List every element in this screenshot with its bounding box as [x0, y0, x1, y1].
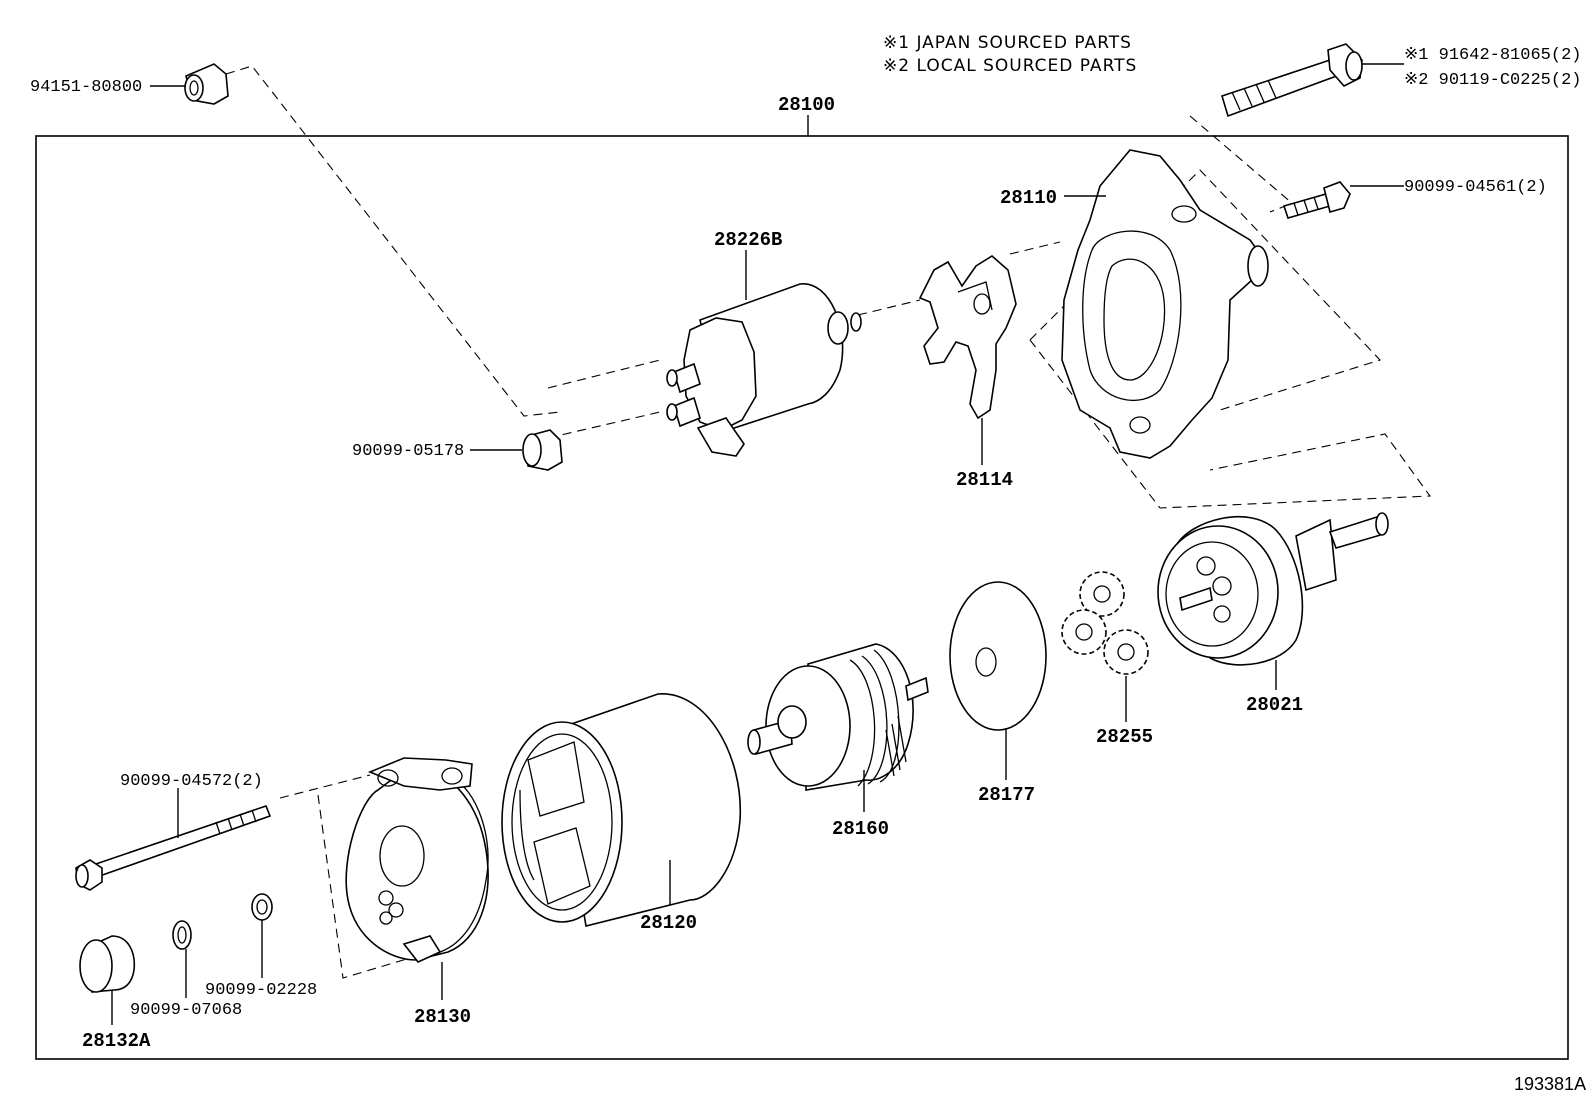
part-28255-gears [1061, 571, 1149, 675]
part-90099-04572-bolt [75, 804, 272, 891]
label-28226B: 28226B [714, 229, 782, 251]
part-90099-02228-washer [251, 893, 273, 921]
label-28110: 28110 [1000, 187, 1057, 209]
label-28255: 28255 [1096, 726, 1153, 748]
note-japan-sourced: ※1 JAPAN SOURCED PARTS [883, 33, 1132, 53]
part-28226B-solenoid [666, 283, 862, 457]
part-28114-lever [918, 255, 1017, 420]
part-28110-housing [1061, 149, 1269, 459]
part-90099-07068-washer [172, 920, 192, 950]
label-90099-05178: 90099-05178 [352, 442, 464, 461]
part-28021-clutch [1157, 512, 1389, 666]
note-local-sourced: ※2 LOCAL SOURCED PARTS [883, 56, 1137, 76]
part-28132A-cap [79, 935, 136, 993]
label-91642-81065: ※1 91642-81065(2) [1404, 46, 1581, 65]
part-28120-yoke [501, 693, 742, 927]
part-91642-81065-bolt [1221, 43, 1363, 118]
part-28160-armature [747, 643, 929, 791]
part-28177-plate [949, 581, 1047, 731]
label-28114: 28114 [956, 469, 1013, 491]
part-94151-80800 [184, 63, 229, 105]
label-90099-04561: 90099-04561(2) [1404, 178, 1547, 197]
label-94151-80800: 94151-80800 [30, 78, 142, 97]
figure-id: 193381A [1514, 1074, 1586, 1094]
label-90099-07068: 90099-07068 [130, 1001, 242, 1020]
label-28120: 28120 [640, 912, 697, 934]
label-28130: 28130 [414, 1006, 471, 1028]
assembly-frame [35, 135, 1569, 1060]
part-90099-05178-nut [522, 429, 563, 471]
label-90119-C0225: ※2 90119-C0225(2) [1404, 71, 1581, 90]
label-90099-02228: 90099-02228 [205, 981, 317, 1000]
label-28177: 28177 [978, 784, 1035, 806]
part-28130-end-frame [345, 757, 489, 963]
assembly-label: 28100 [778, 94, 835, 116]
label-28160: 28160 [832, 818, 889, 840]
label-90099-04572: 90099-04572(2) [120, 772, 263, 791]
label-28021: 28021 [1246, 694, 1303, 716]
label-28132A: 28132A [82, 1030, 151, 1052]
part-90099-04561-screw [1282, 181, 1351, 219]
